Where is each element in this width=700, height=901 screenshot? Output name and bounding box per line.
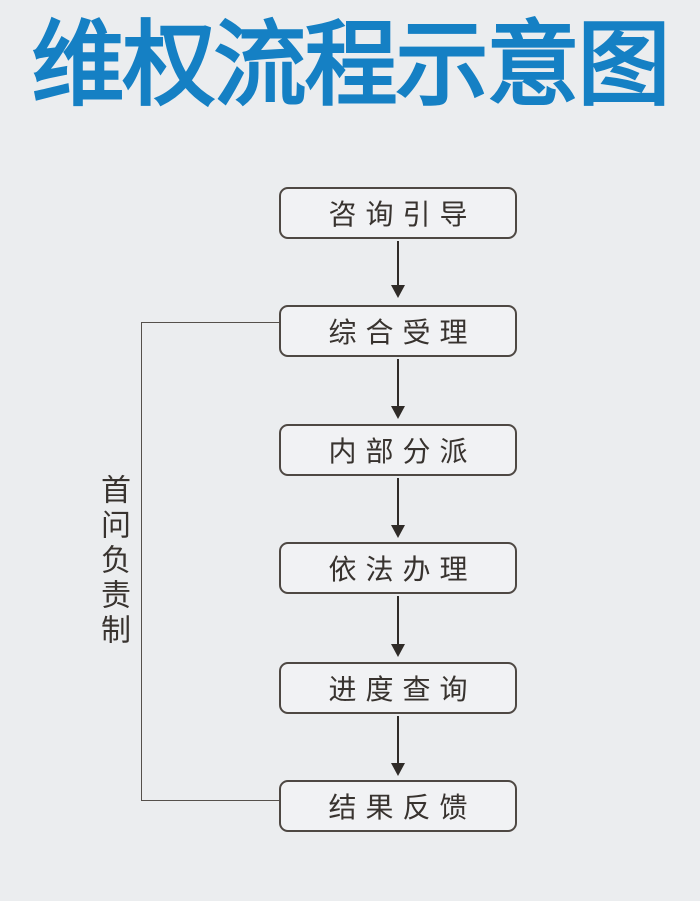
flow-step-result-feedback: 结果反馈 <box>279 780 517 832</box>
arrow-stem <box>397 596 399 644</box>
arrow-down-icon <box>391 596 405 657</box>
flow-step-internal-dispatch: 内部分派 <box>279 424 517 476</box>
flow-step-handle-by-law: 依法办理 <box>279 542 517 594</box>
arrow-head <box>391 763 405 776</box>
arrow-head <box>391 406 405 419</box>
first-ask-responsibility-bracket <box>141 322 279 801</box>
arrow-head <box>391 644 405 657</box>
first-ask-responsibility-label: 首问负责制 <box>96 474 129 649</box>
arrow-stem <box>397 716 399 763</box>
arrow-down-icon <box>391 478 405 538</box>
arrow-down-icon <box>391 359 405 419</box>
arrow-stem <box>397 359 399 406</box>
arrow-down-icon <box>391 716 405 776</box>
arrow-head <box>391 525 405 538</box>
page-title: 维权流程示意图 <box>31 15 671 118</box>
flow-step-progress-inquiry: 进度查询 <box>279 662 517 714</box>
arrow-stem <box>397 478 399 525</box>
flow-step-comprehensive-acceptance: 综合受理 <box>279 305 517 357</box>
arrow-down-icon <box>391 241 405 298</box>
arrow-head <box>391 285 405 298</box>
flow-step-consult-guide: 咨询引导 <box>279 187 517 239</box>
arrow-stem <box>397 241 399 285</box>
